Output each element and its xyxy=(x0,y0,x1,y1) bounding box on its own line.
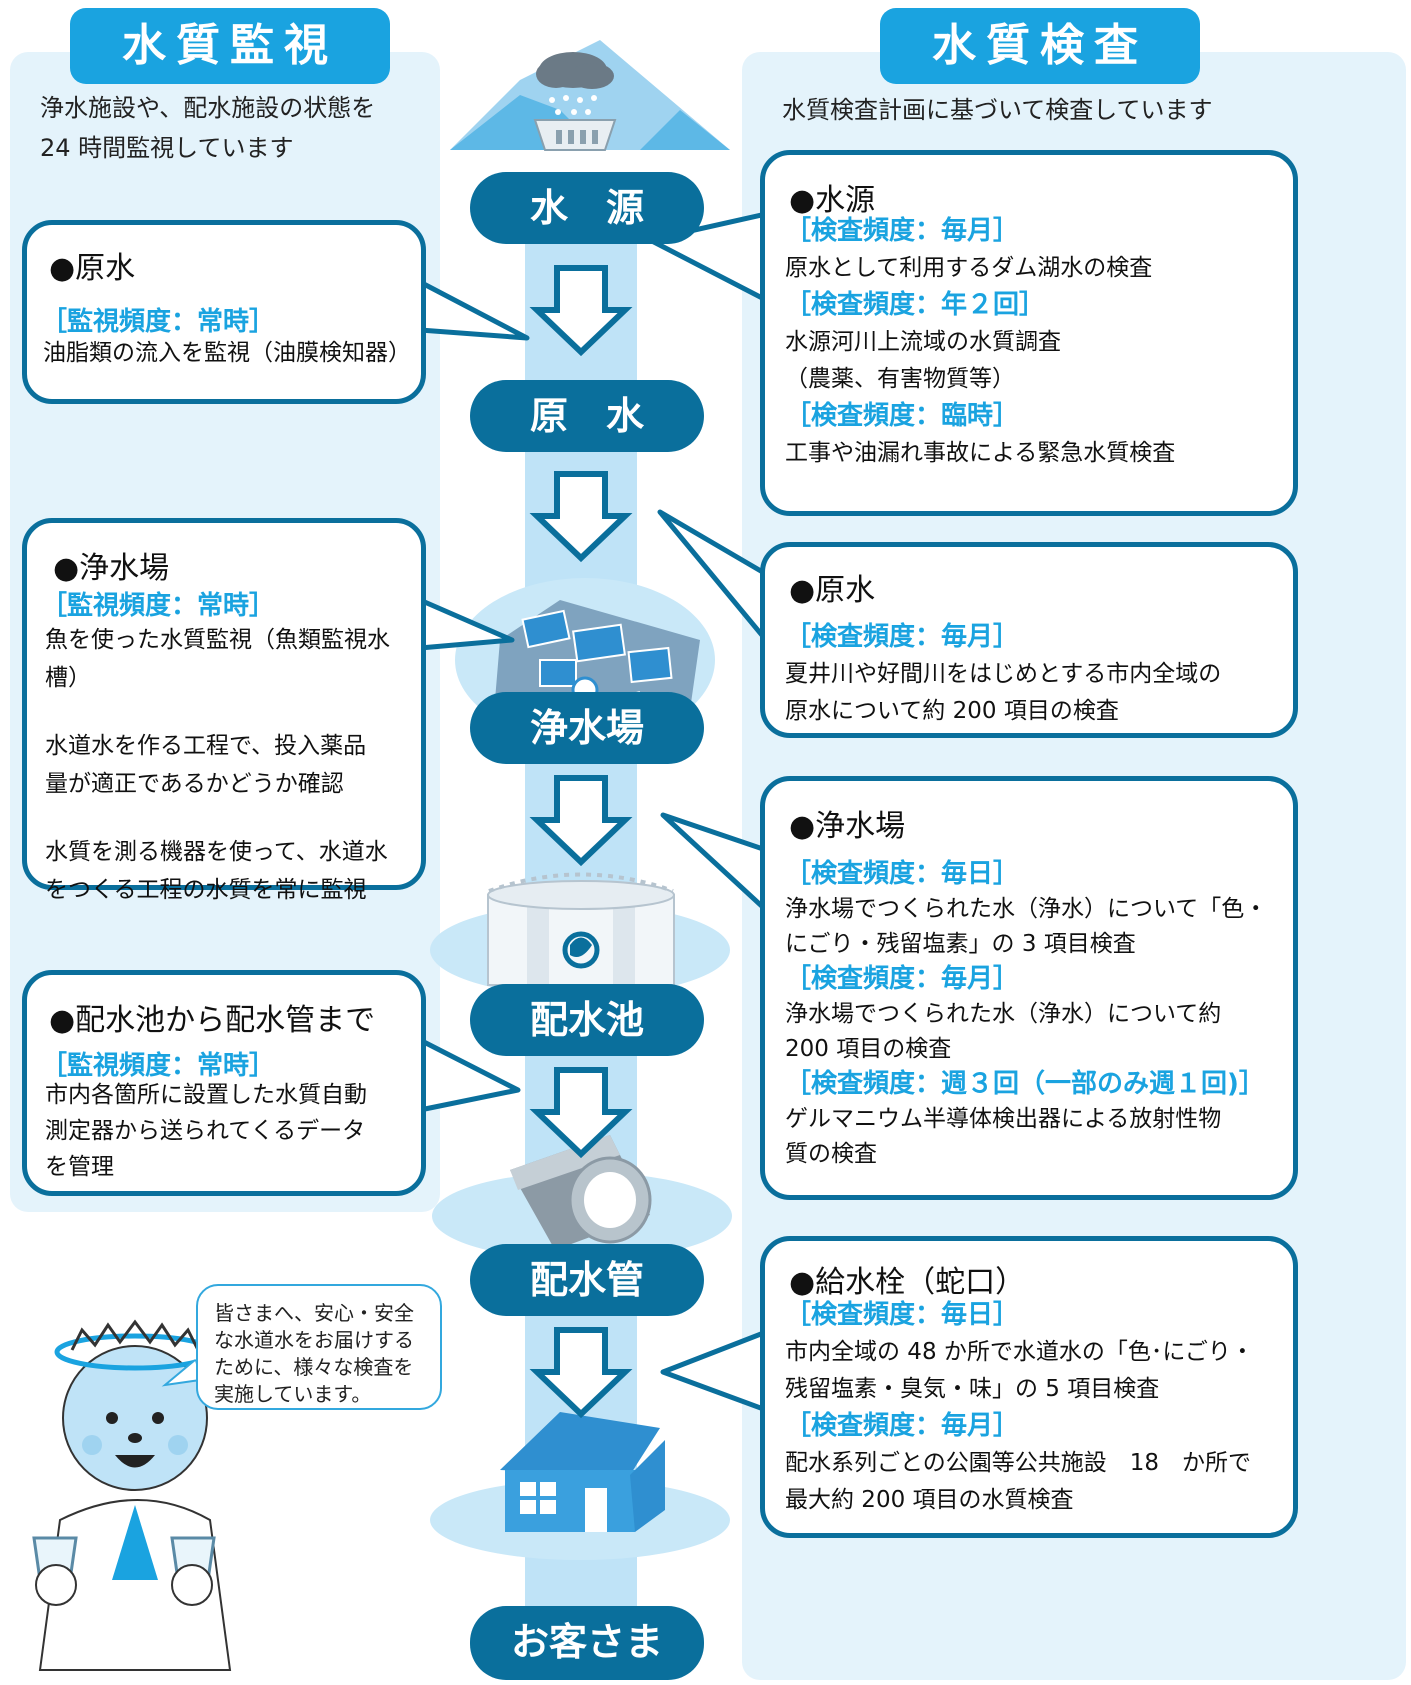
stage-distribution-reservoir: 配水池 xyxy=(470,984,704,1056)
inspection-box-purification-plant: ●浄水場 ［検査頻度：毎日］ 浄水場でつくられた水（浄水）について「色・ にごり… xyxy=(760,776,1298,1200)
bubble-tail xyxy=(161,1359,201,1387)
inspection-box-faucet: ●給水栓（蛇口） ［検査頻度：毎日］ 市内全域の 48 か所で水道水の「色･にご… xyxy=(760,1236,1298,1538)
box-description: 魚を使った水質監視（魚類監視水槽） 水道水を作る工程で、投入薬品 量が適正である… xyxy=(45,627,390,903)
monitoring-header: 水質監視 xyxy=(70,8,390,84)
box-title: ●浄水場 xyxy=(789,809,906,844)
reservoir-tank-icon xyxy=(487,872,675,986)
pipe-icon xyxy=(510,1135,652,1250)
stage-raw-water: 原 水 xyxy=(470,380,704,452)
inspection-frequency: ［検査頻度：週３回（一部のみ週１回)］ xyxy=(785,1069,1265,1099)
inspection-box-raw-water: ●原水 ［検査頻度：毎月］ 夏井川や好間川をはじめとする市内全域の 原水について… xyxy=(760,542,1298,738)
box-description: ［検査頻度：毎日］ 市内全域の 48 か所で水道水の「色･にごり・ 残留塩素・臭… xyxy=(785,1297,1254,1519)
down-arrow xyxy=(529,265,633,1419)
inspection-frequency: ［検査頻度：毎月］ xyxy=(785,622,1020,652)
box-title: ●配水池から配水管まで xyxy=(49,1003,376,1038)
box-title: ●原水 xyxy=(49,251,136,286)
monitoring-frequency: ［監視頻度：常時］ xyxy=(41,591,276,621)
monitoring-frequency: ［監視頻度：常時］ xyxy=(41,307,276,337)
box-title: ●給水栓（蛇口） xyxy=(789,1265,1026,1300)
box-description: 油脂類の流入を監視（油膜検知器） xyxy=(43,340,411,366)
stage-customers: お客さま xyxy=(470,1606,704,1680)
monitoring-frequency: ［監視頻度：常時］ xyxy=(41,1051,276,1081)
box-description: ［検査頻度：毎月］ 夏井川や好間川をはじめとする市内全域の 原水について約 20… xyxy=(785,619,1221,730)
mascot-icon xyxy=(32,1319,232,1671)
box-title: ●水源 xyxy=(789,183,876,218)
stage-purification-plant: 浄水場 xyxy=(470,692,704,764)
inspection-frequency: ［検査頻度：毎日］ xyxy=(785,859,1020,889)
house-icon xyxy=(500,1412,665,1532)
inspection-frequency: ［検査頻度：年２回］ xyxy=(785,290,1046,320)
monitoring-box-distribution: ●配水池から配水管まで ［監視頻度：常時］ 市内各箇所に設置した水質自動 測定器… xyxy=(22,970,426,1196)
box-description: 市内各箇所に設置した水質自動 測定器から送られてくるデータ を管理 xyxy=(45,1082,367,1180)
inspection-frequency: ［検査頻度：毎月］ xyxy=(785,1411,1020,1441)
inspection-intro: 水質検査計画に基づいて検査しています xyxy=(782,96,1213,124)
box-description: ［検査頻度：毎月］ 原水として利用するダム湖水の検査 ［検査頻度：年２回］ 水源… xyxy=(785,213,1175,472)
inspection-frequency: ［検査頻度：毎月］ xyxy=(785,216,1020,246)
inspection-frequency: ［検査頻度：毎月］ xyxy=(785,964,1020,994)
stage-water-source: 水 源 xyxy=(470,172,704,244)
inspection-frequency: ［検査頻度：臨時］ xyxy=(785,401,1020,431)
monitoring-intro: 浄水施設や、配水施設の状態を 24 時間監視しています xyxy=(40,94,376,162)
mountain-icon xyxy=(450,40,730,151)
mascot-speech-bubble: 皆さまへ、安心・安全 な水道水をお届けする ために、様々な検査を 実施しています… xyxy=(196,1284,442,1410)
box-description: ［検査頻度：毎日］ 浄水場でつくられた水（浄水）について「色・ にごり・残留塩素… xyxy=(785,859,1268,1167)
monitoring-box-purification-plant: ●浄水場 ［監視頻度：常時］ 魚を使った水質監視（魚類監視水槽） 水道水を作る工… xyxy=(22,518,426,903)
box-title: ●原水 xyxy=(789,573,876,608)
box-title: ●浄水場 xyxy=(53,551,170,586)
monitoring-box-raw-water: ●原水 ［監視頻度：常時］ 油脂類の流入を監視（油膜検知器） xyxy=(22,220,426,404)
inspection-box-water-source: ●水源 ［検査頻度：毎月］ 原水として利用するダム湖水の検査 ［検査頻度：年２回… xyxy=(760,150,1298,516)
stage-distribution-pipe: 配水管 xyxy=(470,1244,704,1316)
inspection-frequency: ［検査頻度：毎日］ xyxy=(785,1300,1020,1330)
inspection-header: 水質検査 xyxy=(880,8,1200,84)
